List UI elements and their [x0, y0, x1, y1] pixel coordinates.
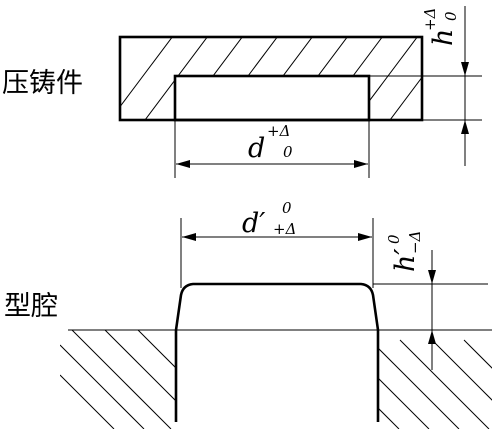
casting-width-symbol: d — [248, 133, 265, 164]
arrow-down-icon — [461, 62, 469, 76]
casting-outer-outline — [118, 35, 424, 122]
cavity-height-lower-tolerance: −Δ — [406, 231, 424, 254]
right-wall-hatching — [378, 339, 492, 429]
cavity-height-upper-tolerance: 0 — [385, 234, 403, 244]
casting-height-upper-tolerance: +Δ — [421, 8, 439, 31]
arrow-up-icon — [428, 330, 436, 344]
arrow-left-icon — [176, 160, 190, 168]
casting-height-lower-tolerance: 0 — [442, 11, 460, 21]
cavity-label: 型腔 — [4, 291, 58, 322]
cavity-mould — [60, 282, 492, 429]
cavity-height-symbol: h′ — [390, 248, 421, 272]
casting-recess-outline — [173, 74, 371, 122]
arrow-up-icon — [461, 120, 469, 134]
casting-height-symbol: h — [428, 29, 459, 46]
cavity-width-upper-tolerance: 0 — [282, 199, 292, 217]
cavity-width-dimension: d′ 0 +Δ — [180, 199, 374, 288]
arrow-right-icon — [354, 160, 368, 168]
casting-label: 压铸件 — [2, 68, 83, 99]
cavity-width-lower-tolerance: +Δ — [273, 220, 296, 238]
casting-width-lower-tolerance: 0 — [283, 143, 293, 161]
arrow-right-icon — [358, 233, 372, 241]
cavity-height-label: h′ 0 −Δ — [385, 230, 424, 272]
cavity-width-symbol: d′ — [242, 208, 265, 239]
left-wall-hatching — [60, 330, 176, 429]
casting-width-upper-tolerance: +Δ — [267, 122, 290, 140]
cavity-outline — [174, 282, 380, 422]
arrow-down-icon — [428, 270, 436, 284]
cavity-height-dimension: h′ 0 −Δ — [373, 230, 488, 370]
casting-width-dimension: d +Δ 0 — [174, 120, 370, 178]
arrow-left-icon — [182, 233, 196, 241]
casting-height-label: h +Δ 0 — [421, 4, 460, 46]
casting-height-dimension: h +Δ 0 — [369, 4, 482, 166]
